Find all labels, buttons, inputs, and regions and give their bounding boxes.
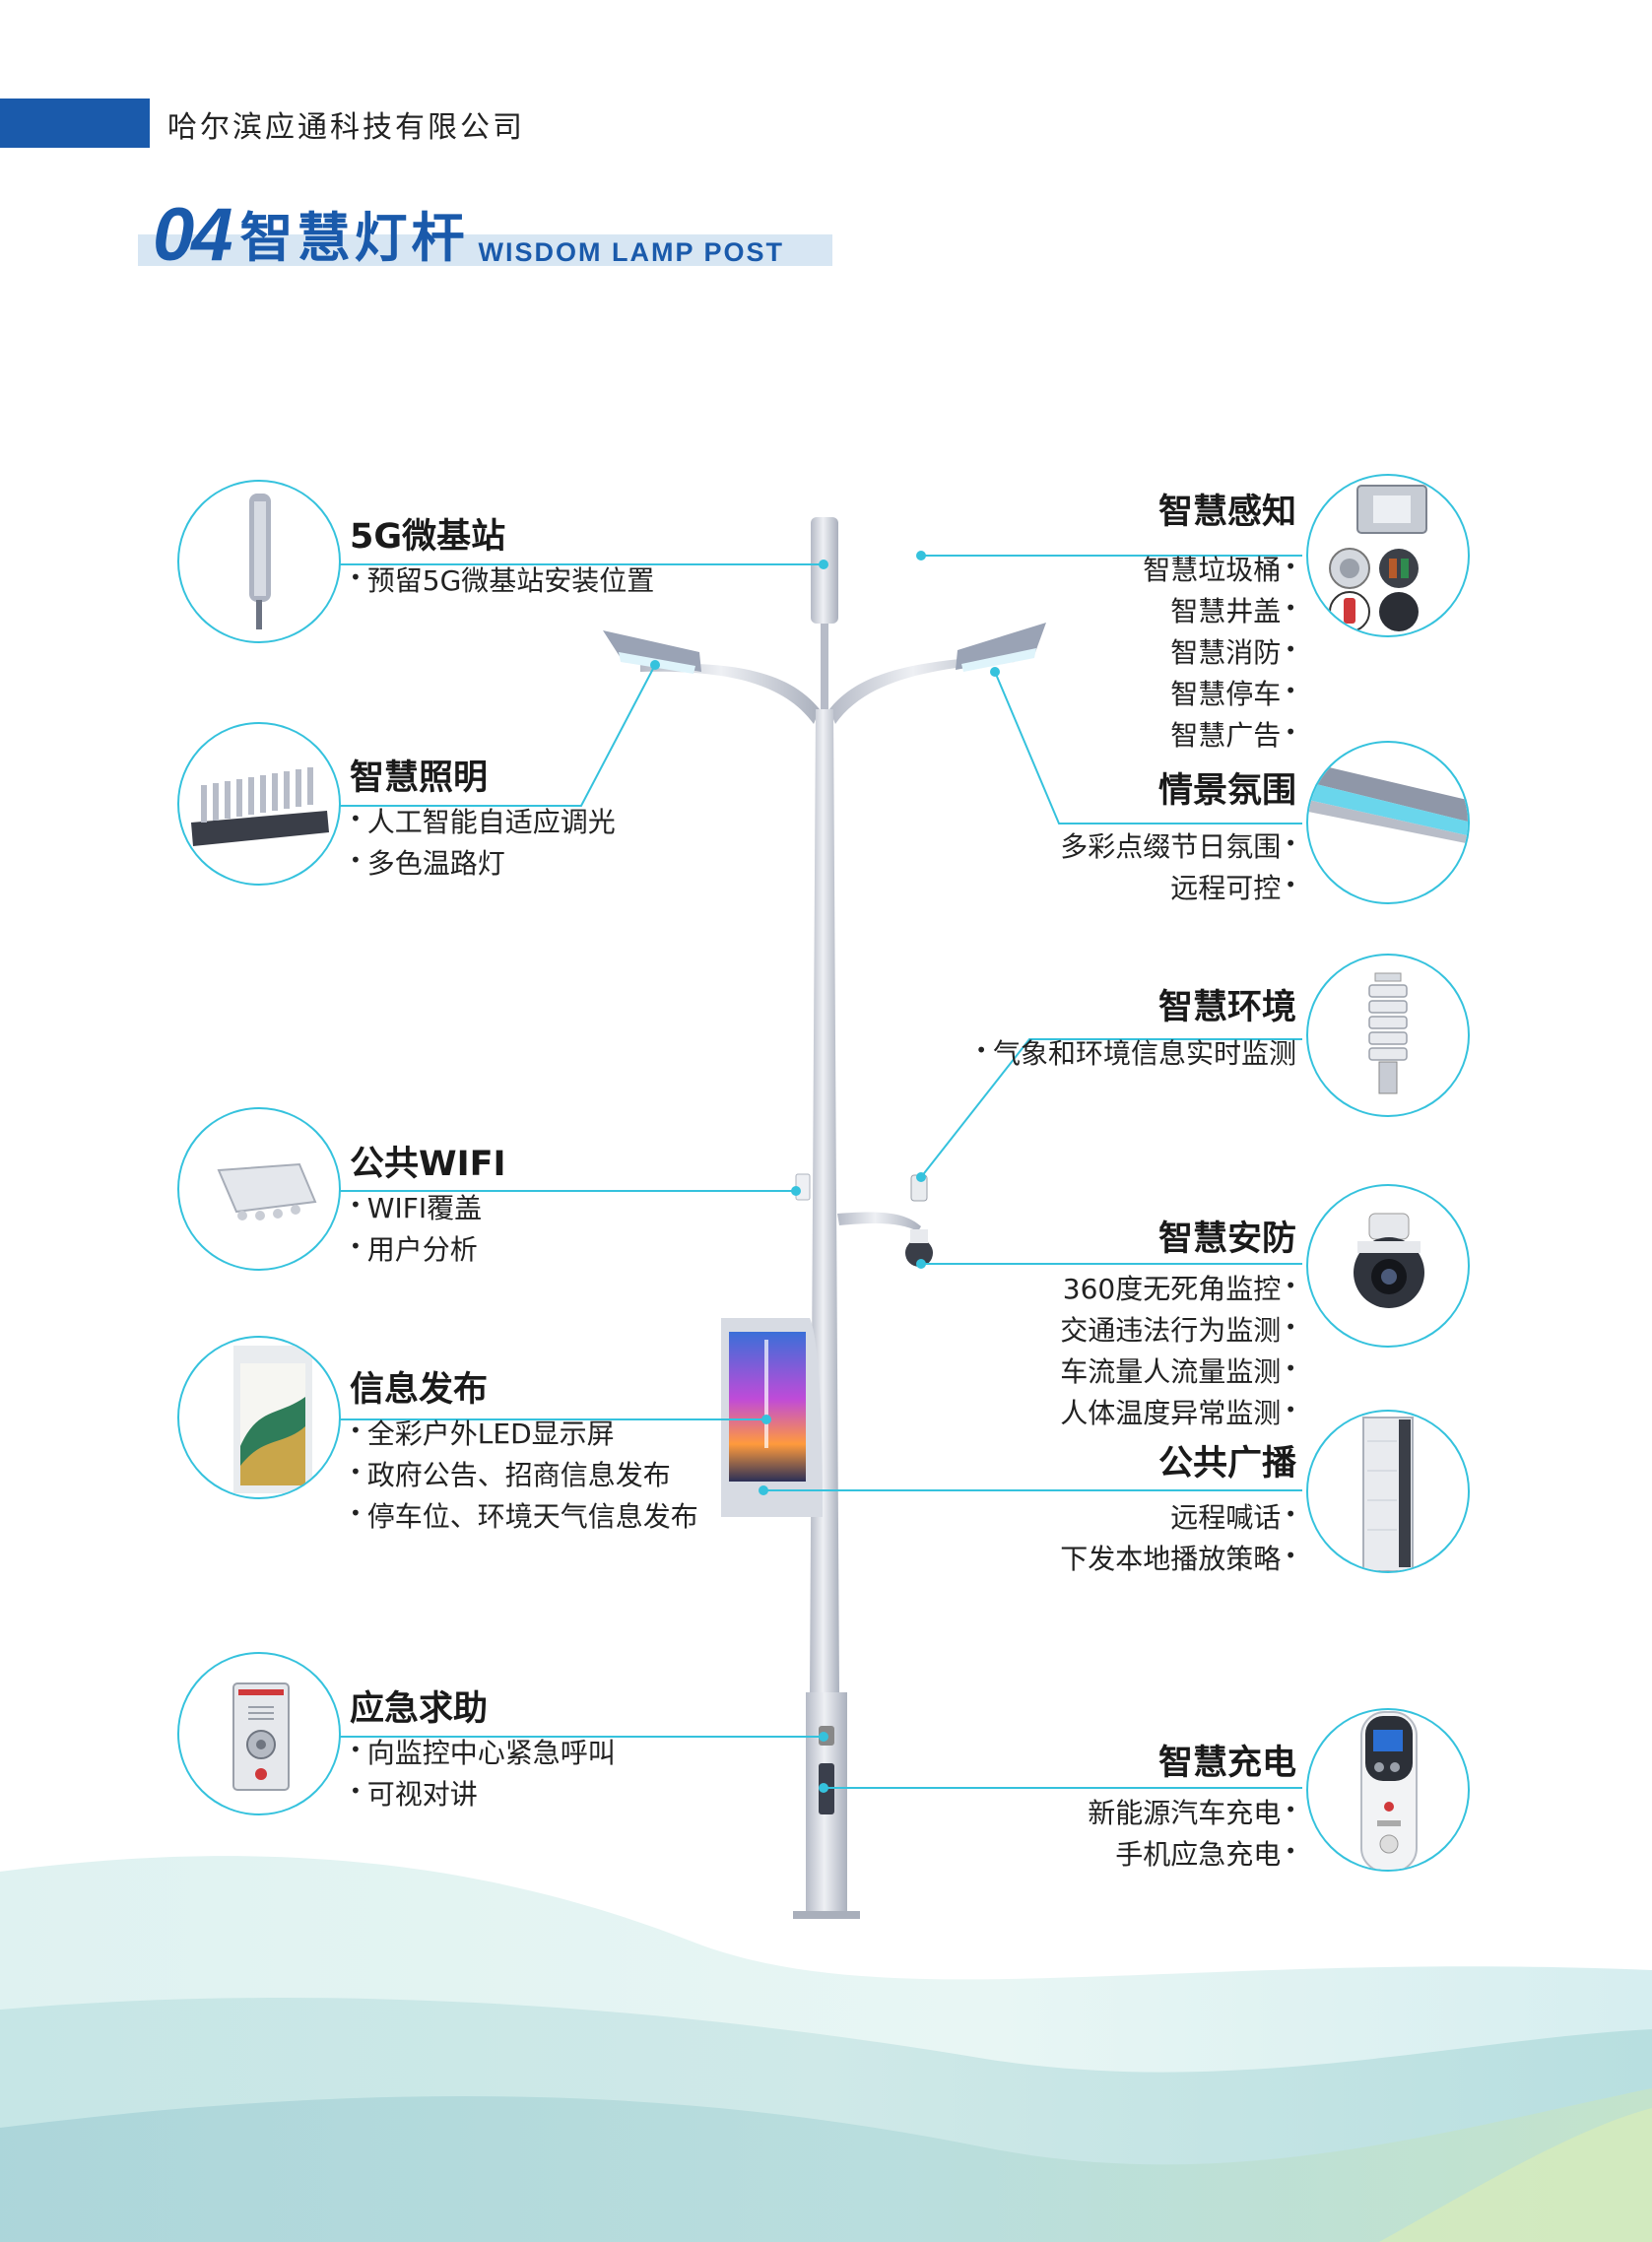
- feature-wifi: 公共WIFI •WIFI覆盖 •用户分析: [350, 1143, 506, 1269]
- feature-sensing: 智慧感知 智慧垃圾桶• 智慧井盖• 智慧消防• 智慧停车• 智慧广告•: [1143, 491, 1296, 755]
- feature-broadcast-icon-circle: [1306, 1410, 1470, 1573]
- company-name: 哈尔滨应通科技有限公司: [167, 110, 525, 145]
- feature-5g-title: 5G微基站: [350, 517, 506, 557]
- sensor-box-icon: [1329, 485, 1427, 632]
- feature-charging-item: 手机应急充电•: [1115, 1838, 1296, 1871]
- feature-security-item: 交通违法行为监测•: [1060, 1314, 1296, 1347]
- section-title: 04 智慧灯杆 WISDOM LAMP POST: [153, 192, 784, 273]
- background-wave: [0, 1856, 1652, 2242]
- feature-ambient-icon-circle: [1306, 741, 1470, 904]
- feature-5g-icon-circle: [177, 480, 341, 643]
- feature-emergency-item: •可视对讲: [350, 1778, 478, 1811]
- feature-broadcast-item: 远程喊话•: [1170, 1501, 1296, 1534]
- feature-ambient-item: 多彩点缀节日氛围•: [1060, 830, 1296, 863]
- feature-wifi-title: 公共WIFI: [350, 1145, 506, 1184]
- feature-wifi-item: •用户分析: [350, 1233, 478, 1266]
- feature-lighting-title: 智慧照明: [350, 758, 489, 798]
- title-band: [138, 234, 832, 266]
- antenna-icon: [249, 494, 271, 629]
- feature-ambient-title: 情景氛围: [1157, 771, 1296, 811]
- charger-icon: [1360, 1711, 1418, 1870]
- feature-security-item: 人体温度异常监测•: [1060, 1397, 1296, 1429]
- feature-security: 智慧安防 360度无死角监控• 交通违法行为监测• 车流量人流量监测• 人体温度…: [1060, 1218, 1296, 1432]
- feature-sensing-item: 智慧垃圾桶•: [1143, 554, 1296, 586]
- feature-security-item: 车流量人流量监测•: [1060, 1355, 1296, 1388]
- feature-lighting-item: •人工智能自适应调光: [350, 806, 616, 838]
- feature-security-icon-circle: [1306, 1184, 1470, 1348]
- feature-info-item: •停车位、环境天气信息发布: [350, 1500, 698, 1533]
- feature-lighting-icon-circle: [177, 722, 341, 886]
- led-screen-icon: [233, 1346, 312, 1493]
- feature-sensing-item: 智慧消防•: [1170, 636, 1296, 669]
- feature-security-item: 360度无死角监控•: [1062, 1273, 1296, 1305]
- speaker-column-icon: [1362, 1417, 1414, 1571]
- section-title-zh: 智慧灯杆: [239, 207, 469, 269]
- feature-sensing-item: 智慧井盖•: [1170, 595, 1296, 627]
- intercom-icon: [232, 1682, 290, 1791]
- feature-emergency: 应急求助 •向监控中心紧急呼叫 •可视对讲: [350, 1687, 616, 1813]
- feature-emergency-icon-circle: [177, 1652, 341, 1815]
- feature-broadcast-title: 公共广播: [1157, 1444, 1296, 1484]
- feature-charging: 智慧充电 新能源汽车充电• 手机应急充电•: [1088, 1742, 1296, 1874]
- feature-charging-title: 智慧充电: [1157, 1744, 1296, 1783]
- feature-charging-item: 新能源汽车充电•: [1088, 1797, 1296, 1829]
- section-number: 04: [153, 193, 233, 277]
- feature-security-title: 智慧安防: [1157, 1220, 1296, 1259]
- feature-sensing-icon-circle: [1306, 474, 1470, 637]
- feature-wifi-icon-circle: [177, 1107, 341, 1271]
- feature-environment: 智慧环境 •气象和环境信息实时监测: [975, 986, 1296, 1073]
- feature-ambient-item: 远程可控•: [1170, 872, 1296, 904]
- dome-camera-icon: [1354, 1213, 1424, 1308]
- feature-info-icon-circle: [177, 1336, 341, 1499]
- feature-5g-item: •预留5G微基站安装位置: [350, 564, 655, 597]
- feature-environment-title: 智慧环境: [1157, 988, 1296, 1027]
- feature-broadcast-item: 下发本地播放策略•: [1060, 1543, 1296, 1575]
- feature-broadcast: 公共广播 远程喊话• 下发本地播放策略•: [1060, 1442, 1296, 1578]
- feature-5g: 5G微基站 •预留5G微基站安装位置: [350, 515, 654, 600]
- feature-environment-icon-circle: [1306, 954, 1470, 1117]
- feature-info-item: •全彩户外LED显示屏: [350, 1418, 615, 1450]
- feature-sensing-title: 智慧感知: [1157, 493, 1296, 532]
- led-module-icon: [191, 767, 329, 846]
- feature-lighting: 智慧照明 •人工智能自适应调光 •多色温路灯: [350, 757, 616, 883]
- feature-info-item: •政府公告、招商信息发布: [350, 1459, 671, 1491]
- feature-info: 信息发布 •全彩户外LED显示屏 •政府公告、招商信息发布 •停车位、环境天气信…: [350, 1368, 698, 1536]
- ambient-light-icon: [1308, 762, 1468, 844]
- section-title-en: WISDOM LAMP POST: [478, 237, 785, 267]
- feature-charging-icon-circle: [1306, 1708, 1470, 1872]
- feature-wifi-item: •WIFI覆盖: [350, 1192, 483, 1224]
- feature-emergency-title: 应急求助: [350, 1689, 489, 1729]
- feature-environment-item: •气象和环境信息实时监测: [975, 1037, 1296, 1070]
- weather-station-icon: [1368, 972, 1408, 1094]
- header-accent-bar: [0, 99, 150, 148]
- feature-sensing-item: 智慧停车•: [1170, 678, 1296, 710]
- feature-info-title: 信息发布: [350, 1370, 489, 1410]
- feature-ambient: 情景氛围 多彩点缀节日氛围• 远程可控•: [1060, 769, 1296, 907]
- wifi-ap-icon: [217, 1162, 317, 1220]
- feature-emergency-item: •向监控中心紧急呼叫: [350, 1737, 616, 1769]
- feature-sensing-item: 智慧广告•: [1170, 719, 1296, 752]
- feature-lighting-item: •多色温路灯: [350, 847, 505, 880]
